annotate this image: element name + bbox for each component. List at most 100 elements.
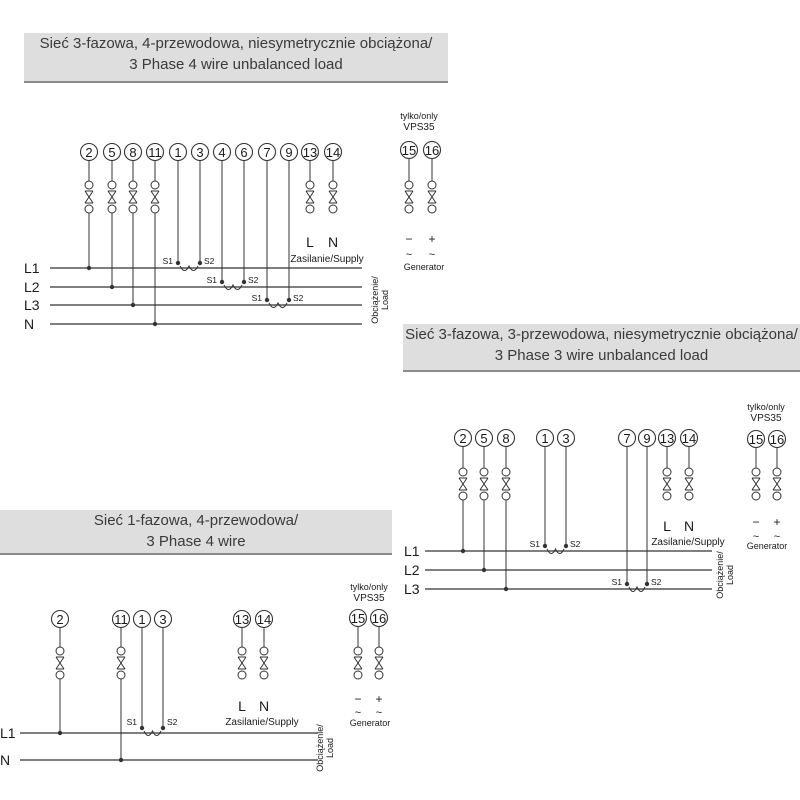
d1-terminal-11-label: 11 [148, 145, 162, 160]
d1-terminal-13 [300, 142, 320, 162]
d1-terminal-5 [102, 142, 122, 162]
d1-terminal-2 [79, 142, 99, 162]
d1-line-label-L1: L1 [24, 260, 40, 276]
d2-fuse-5-part [479, 477, 489, 491]
d2-fuse-8 [501, 467, 511, 501]
d3-terminal-11 [111, 609, 131, 629]
d3-fuse-14-part [259, 656, 269, 670]
d2-optional-label: tylko/only [747, 402, 785, 412]
d2-supply-terminal-L: L [663, 518, 671, 534]
d2-terminal-16-label: 16 [770, 432, 784, 447]
d1-terminal-4-label: 4 [218, 145, 225, 160]
d1-optional-label: tylko/only [400, 111, 438, 121]
d3-fuse-11-bottom [116, 670, 126, 680]
d2-optional-model: VPS35 [750, 413, 782, 424]
d1-terminal-14-label: 14 [326, 145, 340, 160]
d1-ct-s1-label-1: S1 [207, 275, 218, 285]
d3-terminal-1 [132, 609, 152, 629]
d3-supply-label: Zasilanie/Supply [225, 717, 298, 728]
d1-junction-3 [152, 321, 158, 327]
d2-terminal-3 [556, 428, 576, 448]
d1-ct-s2-dot-1 [241, 279, 247, 285]
d3-optional-label: tylko/only [350, 582, 388, 592]
d2-terminal-8 [496, 428, 516, 448]
d1-gen-fuse-0-bottom [404, 204, 414, 214]
d2-fuse-5-top [479, 467, 489, 477]
d1-fuse-11 [150, 180, 160, 214]
d3-supply-terminal-N: N [259, 698, 269, 714]
d1-fuse-8 [128, 180, 138, 214]
d3-load-label-2: Load [325, 738, 335, 758]
d2-line-label-L2: L2 [404, 562, 420, 578]
d1-ct-s1-label-2: S1 [252, 293, 263, 303]
diagram-1-title-en: 3 Phase 4 wire unbalanced load [129, 56, 343, 73]
d1-fuse-5-top [107, 180, 117, 190]
d3-fuse-14-bottom [259, 670, 269, 680]
d1-fuse-14 [328, 180, 338, 214]
diagram-3-title-en: 3 Phase 4 wire [146, 533, 246, 550]
d2-ct-s2-label-1: S2 [651, 577, 662, 587]
d1-gen-sign-1: + [428, 232, 435, 246]
d3-ct-coil-0 [143, 729, 162, 736]
d3-terminal-2 [50, 609, 70, 629]
d2-gen-sign-1: + [773, 515, 780, 529]
d2-ct-s1-dot-1 [624, 581, 630, 587]
d1-fuse-13-bottom [305, 204, 315, 214]
d3-fuse-13-bottom [237, 670, 247, 680]
d3-gen-fuse-0-top [353, 646, 363, 656]
d2-load-label-1: Obciążenie/ [715, 551, 725, 599]
d1-fuse-8-part [128, 190, 138, 204]
d2-junction-0 [460, 548, 466, 554]
d1-fuse-13-part [305, 190, 315, 204]
d1-terminal-3-label: 3 [196, 145, 203, 160]
d1-supply-label: Zasilanie/Supply [290, 254, 363, 265]
d2-terminal-8-label: 8 [502, 431, 509, 446]
d2-supply-label: Zasilanie/Supply [651, 537, 724, 548]
d2-line-label-L1: L1 [404, 543, 420, 559]
d2-ct-s1-label-1: S1 [612, 577, 623, 587]
d1-terminal-1 [168, 142, 188, 162]
d1-terminal-15 [399, 140, 419, 160]
d1-fuse-8-bottom [128, 204, 138, 214]
d2-terminal-7 [617, 428, 637, 448]
d1-terminal-6-label: 6 [240, 145, 247, 160]
d2-ct-s2-dot-1 [644, 581, 650, 587]
d3-terminal-3 [153, 609, 173, 629]
d2-terminal-15-label: 15 [749, 432, 763, 447]
d1-ct-s2-label-1: S2 [248, 275, 259, 285]
d2-gen-fuse-0-part [751, 477, 761, 491]
d2-gen-fuse-0 [751, 467, 761, 501]
d2-gen-fuse-1 [772, 467, 782, 501]
d3-gen-fuse-1-bottom [374, 670, 384, 680]
d1-fuse-2-top [84, 180, 94, 190]
d3-fuse-11 [116, 646, 126, 680]
d2-ct-s1-label-0: S1 [530, 539, 541, 549]
d1-gen-fuse-1 [427, 180, 437, 214]
d1-load-label: Obciążenie/Load [370, 276, 390, 324]
d3-terminal-3-label: 3 [159, 612, 166, 627]
d1-terminal-3 [190, 142, 210, 162]
d1-terminal-1-label: 1 [174, 145, 181, 160]
d1-gen-fuse-1-part [427, 190, 437, 204]
d2-terminal-9 [637, 428, 657, 448]
d2-terminal-1 [535, 428, 555, 448]
d2-gen-fuse-0-bottom [751, 491, 761, 501]
d1-gen-fuse-1-top [427, 180, 437, 190]
d3-terminal-15 [348, 608, 368, 628]
diagram-1-title-pl: Sieć 3-fazowa, 4-przewodowa, niesymetryc… [39, 35, 433, 52]
d1-fuse-5 [107, 180, 117, 214]
d2-fuse-14 [684, 467, 694, 501]
d3-gen-sign-0: − [354, 692, 361, 706]
d1-terminal-16 [422, 140, 442, 160]
d1-ct-s1-dot-2 [264, 297, 270, 303]
d1-terminal-2-label: 2 [85, 145, 92, 160]
d2-ct-coil-0 [546, 547, 565, 554]
d2-fuse-5 [479, 467, 489, 501]
d3-fuse-2-bottom [55, 670, 65, 680]
d2-fuse-13-part [662, 477, 672, 491]
d2-terminal-14-label: 14 [682, 431, 696, 446]
d1-gen-fuse-0-top [404, 180, 414, 190]
d2-terminal-2-label: 2 [459, 431, 466, 446]
d2-load-label: Obciążenie/Load [715, 551, 735, 599]
d1-terminal-9 [279, 142, 299, 162]
